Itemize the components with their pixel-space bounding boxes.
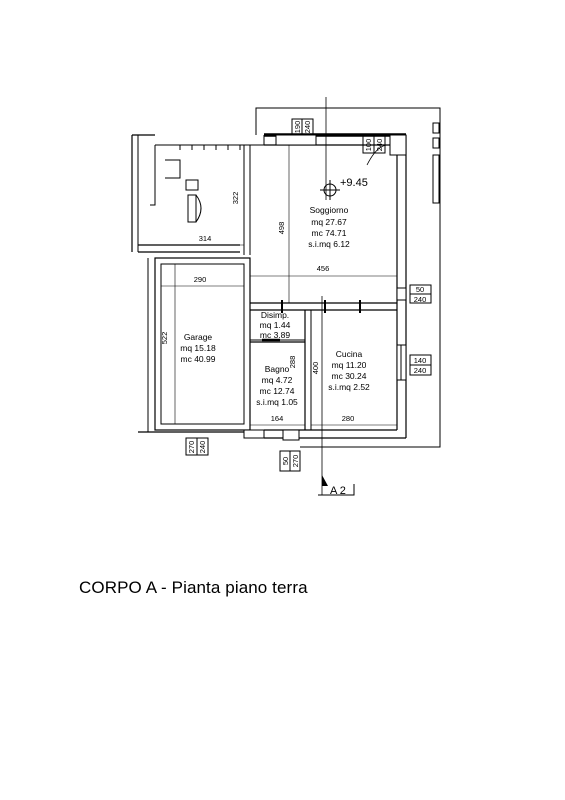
- opening-label: 240: [414, 366, 427, 375]
- stair-landing: [185, 179, 199, 191]
- room-mc-cucina: mc 30.24: [332, 371, 367, 381]
- dimension-label: 280: [342, 414, 355, 423]
- opening-label: 50: [416, 285, 424, 294]
- dimension-label: 498: [277, 222, 286, 235]
- room-mq-soggiorno: mq 27.67: [311, 217, 347, 227]
- room-name-soggiorno: Soggiorno: [310, 205, 349, 215]
- room-mc-garage: mc 40.99: [181, 354, 216, 364]
- opening-label: 240: [375, 139, 384, 152]
- room-mc-disimpegno: mc 3.89: [260, 330, 291, 340]
- opening-label: 50: [281, 457, 290, 465]
- opening-label: 100: [364, 139, 373, 152]
- room-simq-soggiorno: s.i.mq 6.12: [308, 239, 350, 249]
- door-right-top: [389, 134, 407, 156]
- room-mc-bagno: mc 12.74: [260, 386, 295, 396]
- opening-label: 190: [293, 121, 302, 134]
- railing: [432, 137, 440, 149]
- window-right: [396, 287, 407, 301]
- window-top: [275, 134, 317, 146]
- room-mq-disimpegno: mq 1.44: [260, 320, 291, 330]
- room-name-disimpegno: Disimp.: [261, 310, 289, 320]
- opening-label: 240: [414, 295, 427, 304]
- room-simq-bagno: s.i.mq 1.05: [256, 397, 298, 407]
- opening-label: 140: [414, 356, 427, 365]
- room-mq-bagno: mq 4.72: [262, 375, 293, 385]
- dimension-label: 522: [160, 332, 169, 345]
- floor-plan: Soggiorno mq 27.67 mc 74.71 s.i.mq 6.12 …: [131, 97, 441, 497]
- room-name-garage: Garage: [184, 332, 213, 342]
- opening-label: 270: [291, 455, 300, 468]
- railing: [432, 122, 440, 134]
- door-swing: [366, 144, 389, 166]
- room-mq-garage: mq 15.18: [180, 343, 216, 353]
- garage-inner: [160, 263, 245, 425]
- window-bottom: [243, 429, 265, 439]
- room-name-cucina: Cucina: [336, 349, 363, 359]
- dimension-label: 314: [199, 234, 212, 243]
- dimension-label: 288: [288, 356, 297, 369]
- dimension-label: 456: [317, 264, 330, 273]
- dimension-label: 322: [231, 192, 240, 205]
- stair-outline: [155, 135, 265, 146]
- dimension-label: 290: [194, 275, 207, 284]
- railing: [432, 154, 440, 204]
- room-simq-cucina: s.i.mq 2.52: [328, 382, 370, 392]
- section-label: A 2: [330, 485, 346, 497]
- room-name-bagno: Bagno: [265, 364, 290, 374]
- dimension-label: 400: [311, 362, 320, 375]
- door-bottom: [282, 429, 300, 441]
- fixture: [187, 194, 197, 223]
- stair-step: [165, 159, 181, 179]
- opening-label: 240: [198, 441, 207, 454]
- section-arrow: [322, 475, 328, 486]
- outer-boundary-line: [255, 107, 441, 448]
- opening-label: 240: [303, 121, 312, 134]
- room-mc-soggiorno: mc 74.71: [312, 228, 347, 238]
- fixture-curve: [195, 194, 202, 223]
- room-mq-cucina: mq 11.20: [332, 360, 367, 370]
- stair-outline: [150, 145, 156, 206]
- elevation-label: +9.45: [340, 177, 368, 189]
- dimension-label: 164: [271, 414, 284, 423]
- section-marker: [318, 484, 355, 496]
- opening-label: 270: [187, 441, 196, 454]
- drawing-caption: CORPO A - Pianta piano terra: [79, 578, 308, 597]
